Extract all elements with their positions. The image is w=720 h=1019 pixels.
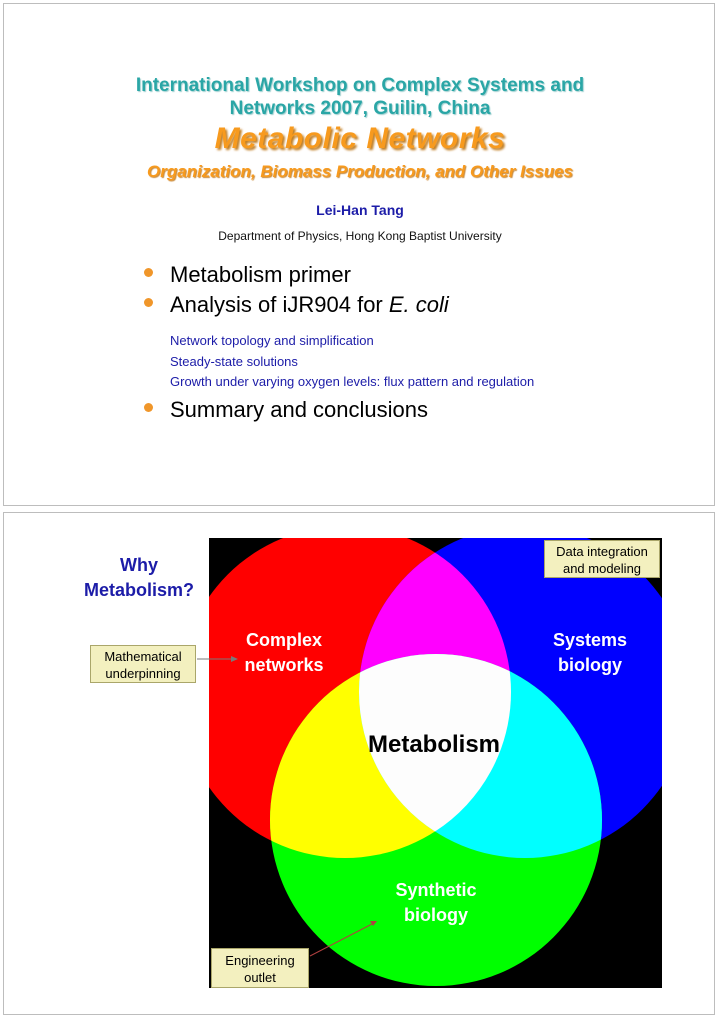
callout-engineering: Engineering outlet [211, 948, 309, 988]
center-overlap [359, 654, 511, 858]
bullet-dot-icon [144, 268, 153, 277]
complex-line1: Complex [245, 630, 323, 650]
why-line2: Metabolism? [83, 580, 194, 600]
title-slide: International Workshop on Complex System… [3, 3, 715, 506]
synthetic-line1: Synthetic [395, 880, 477, 900]
bullet-text: Summary and conclusions [170, 397, 429, 422]
sub-item: Steady-state solutions [170, 354, 298, 369]
math-line2: underpinning [105, 666, 181, 681]
sub-item: Network topology and simplification [170, 333, 374, 348]
label-metabolism: Metabolism [367, 731, 501, 758]
bullet-text: Metabolism primer [170, 262, 351, 287]
author-affiliation: Department of Physics, Hong Kong Baptist… [218, 229, 502, 243]
eng-line2: outlet [244, 970, 276, 985]
callout-data-integration: Data integration and modeling [544, 540, 660, 578]
why-metabolism-heading: Why Metabolism? [66, 553, 212, 603]
venn-diagram: Complex networks Systems biology Synthet… [209, 538, 662, 988]
label-complex-networks: Complex networks [229, 628, 339, 678]
slide-title: Metabolic Networks [214, 122, 506, 155]
bullet-text: Analysis of iJR904 for E. coli [170, 292, 449, 318]
bullet-text-prefix: Analysis of iJR904 for [170, 292, 389, 317]
slide-subtitle: Organization, Biomass Production, and Ot… [146, 162, 574, 181]
math-line1: Mathematical [104, 649, 182, 664]
bullet-dot-icon [144, 403, 153, 412]
eng-line1: Engineering [225, 953, 295, 968]
workshop-title: International Workshop on Complex System… [4, 74, 716, 120]
bullet-dot-icon [144, 298, 153, 307]
data-line2: and modeling [562, 561, 642, 576]
synthetic-line2: biology [404, 905, 468, 925]
workshop-title-line1: International Workshop on Complex System… [135, 75, 585, 96]
bullet-text-organism: E. coli [388, 292, 449, 317]
workshop-title-line2: Networks 2007, Guilin, China [229, 98, 491, 119]
label-systems-biology: Systems biology [535, 628, 645, 678]
venn-slide: Why Metabolism? Complex networks System [3, 512, 715, 1015]
systems-line1: Systems [552, 630, 628, 650]
data-line1: Data integration [556, 544, 648, 559]
systems-line2: biology [558, 655, 622, 675]
complex-line2: networks [244, 655, 324, 675]
venn-svg [209, 538, 662, 988]
label-synthetic-biology: Synthetic biology [381, 878, 491, 928]
sub-item: Growth under varying oxygen levels: flux… [170, 374, 535, 389]
why-line1: Why [120, 555, 158, 575]
author-name: Lei-Han Tang [316, 202, 404, 218]
callout-mathematical: Mathematical underpinning [90, 645, 196, 683]
